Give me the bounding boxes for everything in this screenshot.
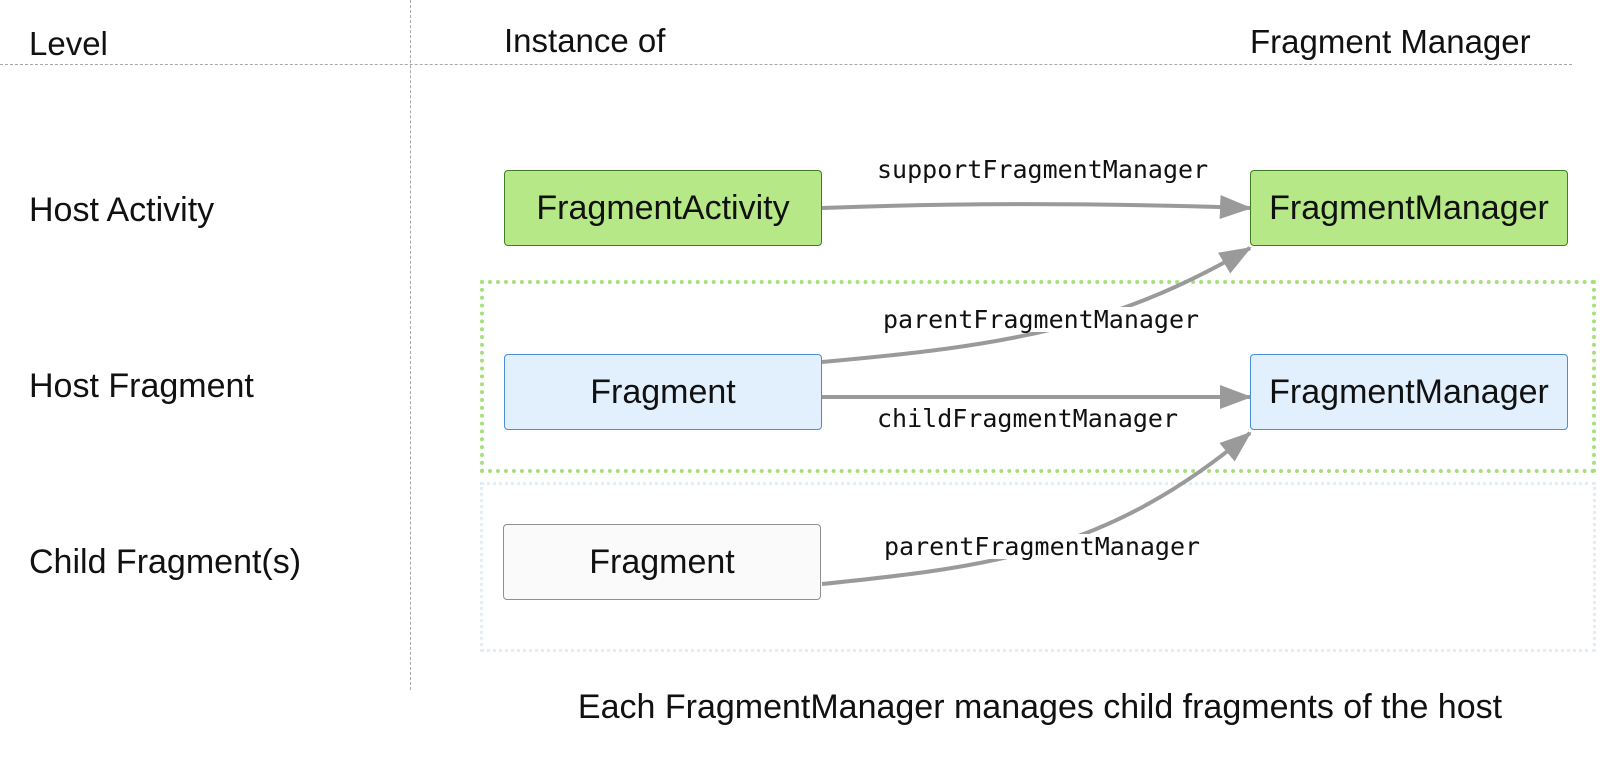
column-divider [410,0,411,690]
node-activity-fragment-manager: FragmentManager [1250,170,1568,246]
header-instance-of: Instance of [504,22,666,59]
header-divider [0,64,1572,65]
arrow-support-fragment-manager [821,195,1252,219]
label-support-fragment-manager: supportFragmentManager [877,155,1209,184]
label-child-fragment-manager: childFragmentManager [877,404,1179,433]
node-host-fragment: Fragment [504,354,822,430]
node-child-fragment: Fragment [503,524,821,600]
level-child-fragments: Child Fragment(s) [29,543,302,581]
label-parent-fragment-manager-host: parentFragmentManager [881,305,1202,334]
child-fragment-group [480,482,1596,652]
node-fragment-activity: FragmentActivity [504,170,822,246]
diagram-caption: Each FragmentManager manages child fragm… [577,688,1503,726]
label-parent-fragment-manager-child: parentFragmentManager [882,532,1203,561]
header-fragment-manager: Fragment Manager [1250,23,1531,60]
level-host-fragment: Host Fragment [29,367,254,405]
host-fragment-group [480,280,1596,473]
arrow-parent-fragment-manager-child [821,431,1252,586]
header-level: Level [29,25,108,62]
node-host-fragment-manager: FragmentManager [1250,354,1568,430]
level-host-activity: Host Activity [29,191,215,229]
